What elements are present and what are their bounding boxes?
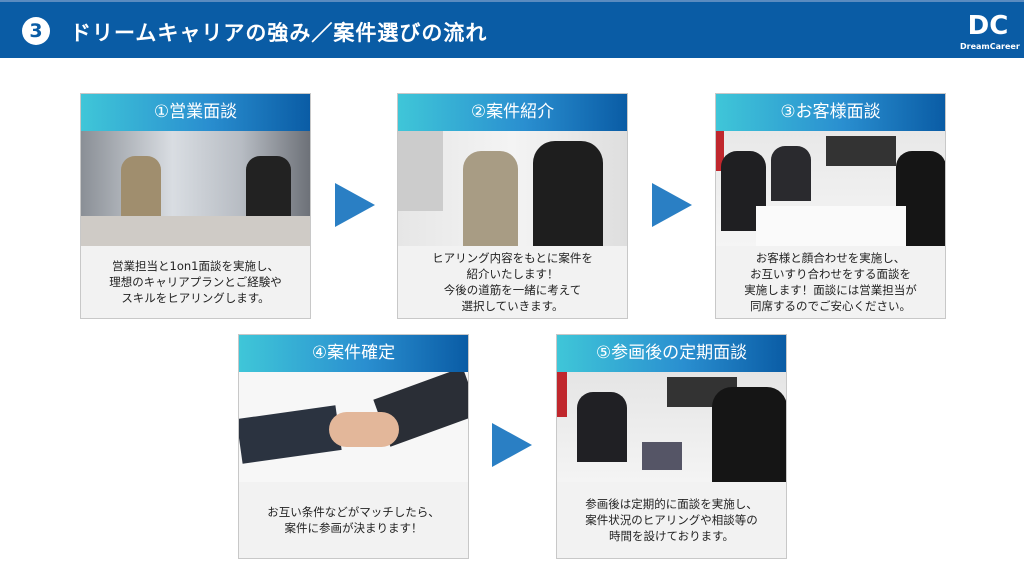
arrow-right-icon <box>652 183 692 227</box>
page-title: ドリームキャリアの強み／案件選びの流れ <box>70 21 488 45</box>
step-description: 営業担当と1on1面談を実施し、 理想のキャリアプランとご経験や スキルをヒアリ… <box>109 259 282 305</box>
step-title: ①営業面談 <box>81 94 310 131</box>
arrow-right-icon <box>492 423 532 467</box>
step-description: ヒアリング内容をもとに案件を 紹介いたします！ 今後の道筋を一緒に考えて 選択し… <box>432 251 593 313</box>
step-card-4: ④案件確定 お互い条件などがマッチしたら、 案件に参画が決まります！ <box>238 334 469 559</box>
step-description: お互い条件などがマッチしたら、 案件に参画が決まります！ <box>267 505 440 535</box>
meeting-photo <box>398 131 627 246</box>
meeting-photo <box>716 131 945 246</box>
step-card-1: ①営業面談 営業担当と1on1面談を実施し、 理想のキャリアプランとご経験や ス… <box>80 93 311 319</box>
step-title: ②案件紹介 <box>398 94 627 131</box>
step-description: 参画後は定期的に面談を実施し、 案件状況のヒアリングや相談等の 時間を設けており… <box>585 497 758 543</box>
step-title: ④案件確定 <box>239 335 468 372</box>
step-description: お客様と顔合わせを実施し、 お互いすり合わせをする面談を 実施します！面談には営… <box>744 251 917 313</box>
meeting-photo <box>557 372 786 482</box>
handshake-photo <box>239 372 468 482</box>
section-number: 3 <box>22 17 50 45</box>
meeting-photo <box>81 131 310 246</box>
step-card-5: ⑤参画後の定期面談 参画後は定期的に面談を実施し、 案件状況のヒアリングや相談等… <box>556 334 787 559</box>
step-card-3: ③お客様面談 お客様と顔合わせを実施し、 お互いすり合わせをする面談を 実施しま… <box>715 93 946 319</box>
step-card-2: ②案件紹介 ヒアリング内容をもとに案件を 紹介いたします！ 今後の道筋を一緒に考… <box>397 93 628 319</box>
arrow-right-icon <box>335 183 375 227</box>
step-title: ⑤参画後の定期面談 <box>557 335 786 372</box>
step-title: ③お客様面談 <box>716 94 945 131</box>
